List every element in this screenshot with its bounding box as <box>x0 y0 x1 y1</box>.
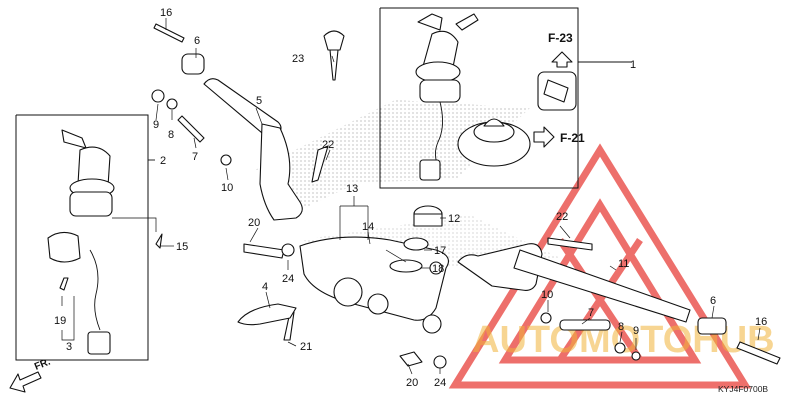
callout-8-left: 8 <box>168 129 174 141</box>
stem-nut-parts <box>389 205 443 273</box>
callout-2: 2 <box>160 155 166 167</box>
reference-right: F-21 <box>560 131 585 145</box>
callout-4: 4 <box>262 281 268 293</box>
callout-3: 3 <box>66 341 72 353</box>
callout-20-lower: 20 <box>406 377 418 389</box>
callout-6-left: 6 <box>194 35 200 47</box>
callout-17: 17 <box>434 245 446 257</box>
callout-10-left: 10 <box>221 182 233 194</box>
callout-20-upper: 20 <box>248 217 260 229</box>
direction-indicator: FR. <box>9 356 52 393</box>
top-bridge <box>299 236 449 334</box>
direction-label: FR. <box>33 356 52 372</box>
callout-7-right: 7 <box>588 307 594 319</box>
callout-23: 23 <box>292 53 304 65</box>
right-side-small-parts <box>540 237 781 365</box>
callout-15: 15 <box>176 241 188 253</box>
key <box>323 30 345 81</box>
callouts: 1 2 3 4 5 6 6 7 7 8 8 9 9 10 10 11 12 13… <box>54 7 767 389</box>
assembly-box-1 <box>379 7 632 189</box>
reference-arrows <box>533 51 573 148</box>
handlebar-right <box>457 243 691 323</box>
callout-7-left: 7 <box>192 151 198 163</box>
callout-8-right: 8 <box>618 321 624 333</box>
diagram-code: KYJ4F0700B <box>718 384 768 394</box>
callout-16-right: 16 <box>755 316 767 328</box>
cable-clamp <box>237 303 297 326</box>
reference-upper: F-23 <box>548 31 573 45</box>
callout-14: 14 <box>362 221 374 233</box>
ignition-switch-left <box>47 129 115 355</box>
assembly-box-2 <box>15 114 155 361</box>
callout-10-right: 10 <box>541 289 553 301</box>
callout-9-left: 9 <box>153 119 159 131</box>
callout-22-upper: 22 <box>322 139 334 151</box>
callout-1: 1 <box>630 59 636 71</box>
reference-labels: F-23 F-21 <box>548 31 585 145</box>
callout-11: 11 <box>618 258 629 270</box>
callout-12: 12 <box>448 213 460 225</box>
fuel-cap-lock <box>457 118 531 167</box>
handlebar-left <box>203 78 303 221</box>
callout-18: 18 <box>432 263 444 275</box>
seat-lock-cylinder <box>537 71 577 111</box>
callout-21: 21 <box>300 341 312 353</box>
callout-22-right: 22 <box>556 211 568 223</box>
callout-13: 13 <box>346 183 358 195</box>
ignition-switch-assembly <box>415 13 479 181</box>
callout-16-left: 16 <box>160 7 172 19</box>
callout-24-upper: 24 <box>282 273 294 285</box>
callout-6-right: 6 <box>710 295 716 307</box>
callout-24-lower: 24 <box>434 377 446 389</box>
callout-19: 19 <box>54 315 66 327</box>
callout-5: 5 <box>256 95 262 107</box>
left-side-small-parts <box>59 23 447 369</box>
callout-9-right: 9 <box>633 325 639 337</box>
leader-lines <box>61 18 761 375</box>
